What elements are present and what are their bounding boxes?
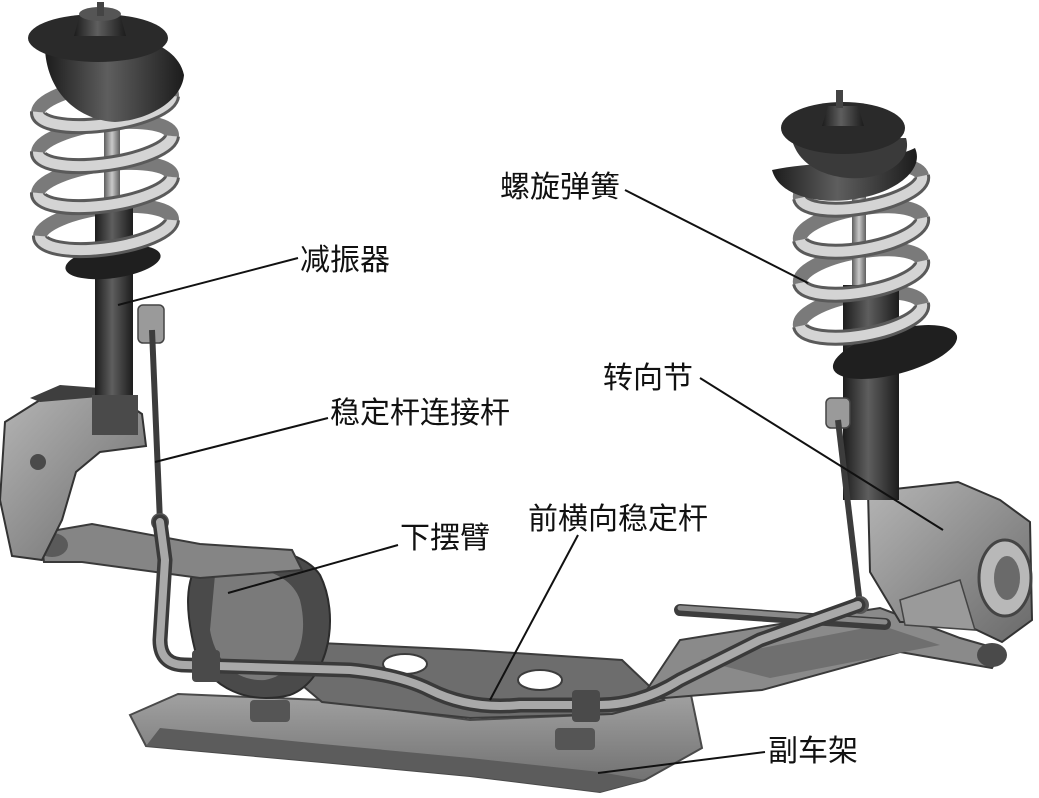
right-knuckle-arm — [899, 579, 977, 631]
leader-front-stabilizer-bar — [489, 534, 579, 701]
label-subframe: 副车架 — [768, 734, 858, 769]
right-top-stud — [836, 90, 843, 108]
right-top-mount-cone — [822, 106, 864, 126]
subframe-mount-left — [250, 700, 290, 722]
subframe-plate-edge — [146, 728, 645, 792]
right-lower-arm-web — [700, 625, 940, 678]
left-link-rod — [149, 329, 163, 523]
right-strut — [772, 90, 958, 500]
label-front-stabilizer-bar: 前横向稳定杆 — [528, 502, 708, 537]
label-stabilizer-link: 稳定杆连接杆 — [330, 396, 510, 431]
leader-lines — [117, 189, 944, 774]
right-hub-center — [994, 556, 1020, 600]
subframe-mount-right — [555, 728, 595, 750]
left-rear-bushing-face — [210, 568, 304, 681]
leader-steering-knuckle — [699, 377, 944, 531]
leader-shock-absorber — [117, 257, 299, 306]
left-top-mount-cap — [28, 14, 168, 62]
left-upper-spring-seat — [45, 42, 184, 122]
right-top-mount-cap — [781, 102, 905, 154]
left-knuckle-bracket — [30, 385, 110, 402]
stabilizer-bar-highlight — [156, 518, 862, 710]
label-coil-spring: 螺旋弹簧 — [500, 170, 620, 205]
left-strut — [28, 2, 184, 435]
left-top-mount-cone — [74, 14, 126, 36]
right-knuckle — [866, 480, 1034, 644]
right-coil-spring-front — [792, 174, 931, 346]
front-stabilizer-bar — [152, 514, 866, 722]
leader-stabilizer-link — [154, 417, 329, 463]
right-shock-body — [843, 285, 899, 500]
left-knuckle-bolt — [30, 454, 46, 470]
stabilizer-bushing-right — [572, 690, 600, 722]
label-steering-knuckle: 转向节 — [603, 361, 693, 396]
labels: 螺旋弹簧 减振器 转向节 稳定杆连接杆 前横向稳定杆 下摆臂 副车架 — [300, 170, 858, 769]
leader-coil-spring — [624, 189, 809, 284]
right-link-rod — [835, 419, 863, 606]
crossmember-hole-right — [517, 669, 563, 691]
left-coil-spring-front — [30, 94, 180, 259]
left-knuckle — [0, 385, 148, 562]
left-top-stud — [97, 2, 104, 16]
right-lower-spring-seat — [832, 325, 958, 379]
label-shock-absorber: 减振器 — [300, 243, 390, 278]
right-ball-joint — [977, 643, 1007, 667]
left-shock-mount — [92, 395, 138, 435]
right-lower-arm-assembly — [638, 604, 1007, 702]
right-lower-arm-rod-highlight — [677, 605, 888, 625]
leader-subframe — [597, 751, 766, 774]
leader-lower-arm — [227, 544, 399, 594]
label-lower-arm: 下摆臂 — [400, 521, 490, 556]
stabilizer-bushing-left — [192, 650, 220, 682]
